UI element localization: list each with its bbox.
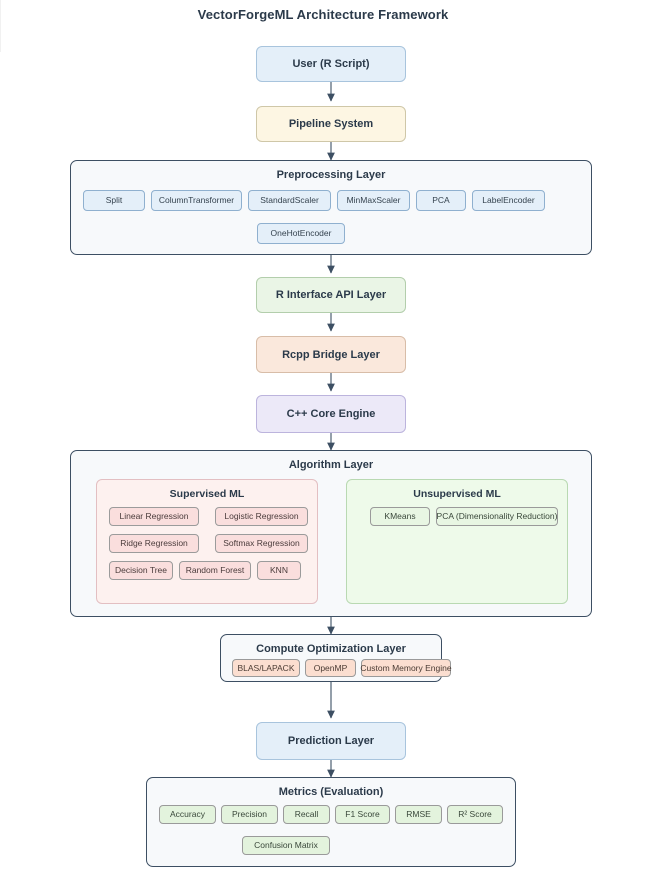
node-label: RMSE — [406, 809, 431, 820]
node-label: Accuracy — [170, 809, 205, 820]
node-rmse[interactable]: RMSE — [395, 805, 442, 824]
subgroup-title: Unsupervised ML — [413, 488, 501, 500]
node-f1-score[interactable]: F1 Score — [335, 805, 390, 824]
node-label: User (R Script) — [292, 58, 370, 70]
node-custom-memory-engine[interactable]: Custom Memory Engine — [360, 659, 452, 677]
node-labelencoder[interactable]: LabelEncoder — [472, 190, 545, 211]
node-label: Ridge Regression — [120, 538, 188, 549]
node-label: F1 Score — [345, 809, 380, 820]
node-label: KMeans — [384, 511, 416, 522]
node-pca[interactable]: PCA — [416, 190, 466, 211]
node-label: StandardScaler — [260, 195, 319, 206]
node-pca-dimensionality-reduction[interactable]: PCA (Dimensionality Reduction) — [436, 507, 558, 526]
group-algorithm-layer: Algorithm Layer Supervised ML Linear Reg… — [70, 450, 592, 617]
node-knn[interactable]: KNN — [257, 561, 301, 580]
node-recall[interactable]: Recall — [283, 805, 330, 824]
group-preprocessing-layer: Preprocessing Layer Split ColumnTransfor… — [70, 160, 592, 255]
node-blas-lapack[interactable]: BLAS/LAPACK — [232, 659, 300, 677]
node-confusion-matrix[interactable]: Confusion Matrix — [242, 836, 330, 855]
node-kmeans[interactable]: KMeans — [370, 507, 430, 526]
node-linear-regression[interactable]: Linear Regression — [109, 507, 199, 526]
node-label: Random Forest — [185, 565, 245, 576]
node-label: R Interface API Layer — [275, 289, 387, 301]
node-precision[interactable]: Precision — [221, 805, 278, 824]
node-label: LabelEncoder — [482, 195, 535, 206]
node-label: Softmax Regression — [223, 538, 300, 549]
node-label: Custom Memory Engine — [360, 662, 452, 673]
subgroup-title: Supervised ML — [169, 488, 245, 500]
node-label: R² Score — [458, 809, 492, 820]
node-r2-score[interactable]: R² Score — [447, 805, 503, 824]
node-label: Decision Tree — [115, 565, 167, 576]
node-ridge-regression[interactable]: Ridge Regression — [109, 534, 199, 553]
node-user-r-script[interactable]: User (R Script) — [256, 46, 406, 82]
node-label: OneHotEncoder — [270, 228, 332, 239]
node-label: Pipeline System — [288, 118, 374, 130]
subgroup-unsupervised-ml: Unsupervised ML KMeans PCA (Dimensionali… — [346, 479, 568, 604]
group-metrics-evaluation: Metrics (Evaluation) Accuracy Precision … — [146, 777, 516, 867]
node-label: Confusion Matrix — [254, 840, 318, 851]
node-onehotencoder[interactable]: OneHotEncoder — [257, 223, 345, 244]
subgroup-supervised-ml: Supervised ML Linear Regression Logistic… — [96, 479, 318, 604]
page-title: VectorForgeML Architecture Framework — [197, 7, 449, 22]
node-minmaxscaler[interactable]: MinMaxScaler — [337, 190, 410, 211]
node-cpp-core-engine[interactable]: C++ Core Engine — [256, 395, 406, 433]
group-title: Algorithm Layer — [288, 459, 374, 471]
node-rcpp-bridge-layer[interactable]: Rcpp Bridge Layer — [256, 336, 406, 373]
node-split[interactable]: Split — [83, 190, 145, 211]
node-label: Split — [105, 195, 123, 206]
node-label: ColumnTransformer — [158, 195, 235, 206]
node-accuracy[interactable]: Accuracy — [159, 805, 216, 824]
node-logistic-regression[interactable]: Logistic Regression — [215, 507, 308, 526]
node-r-interface-api-layer[interactable]: R Interface API Layer — [256, 277, 406, 313]
group-compute-optimization-layer: Compute Optimization Layer BLAS/LAPACK O… — [220, 634, 452, 682]
node-label: KNN — [270, 565, 288, 576]
node-random-forest[interactable]: Random Forest — [179, 561, 251, 580]
left-edge-artifact — [0, 0, 1, 52]
node-label: Linear Regression — [119, 511, 189, 522]
node-columntransformer[interactable]: ColumnTransformer — [151, 190, 242, 211]
node-label: Recall — [294, 809, 319, 820]
node-prediction-layer[interactable]: Prediction Layer — [256, 722, 406, 760]
group-title: Compute Optimization Layer — [256, 643, 406, 655]
node-label: OpenMP — [313, 662, 348, 673]
node-pipeline-system[interactable]: Pipeline System — [256, 106, 406, 142]
node-label: PCA — [432, 195, 450, 206]
group-title: Preprocessing Layer — [276, 169, 386, 181]
node-label: BLAS/LAPACK — [237, 662, 295, 673]
node-openmp[interactable]: OpenMP — [305, 659, 356, 677]
node-label: Precision — [232, 809, 267, 820]
group-title: Metrics (Evaluation) — [278, 786, 384, 798]
node-softmax-regression[interactable]: Softmax Regression — [215, 534, 308, 553]
node-label: PCA (Dimensionality Reduction) — [436, 511, 558, 522]
node-standardscaler[interactable]: StandardScaler — [248, 190, 331, 211]
node-label: Logistic Regression — [224, 511, 299, 522]
node-label: MinMaxScaler — [346, 195, 401, 206]
node-decision-tree[interactable]: Decision Tree — [109, 561, 173, 580]
node-label: C++ Core Engine — [286, 408, 376, 420]
node-label: Prediction Layer — [287, 735, 375, 747]
node-label: Rcpp Bridge Layer — [282, 348, 380, 361]
